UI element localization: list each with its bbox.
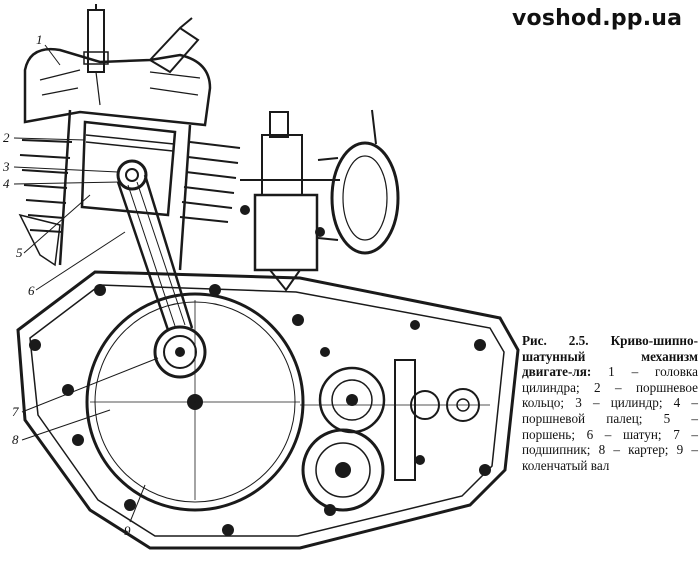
piston-pin [116,159,148,191]
callout-2: 2 [3,130,10,145]
piston [80,120,177,217]
big-end-bearing [153,325,207,379]
carburetor [240,111,340,292]
gearbox [300,359,490,512]
callout-leaders [13,44,159,523]
callout-4: 4 [3,176,10,191]
callout-8: 8 [12,432,19,447]
caption-head: Рис. 2.5. Криво-шипно-шатунный механизм … [522,333,698,380]
caption-body: 1 – головка цилиндра; 2 – поршневое коль… [522,364,698,473]
callout-6: 6 [28,283,35,298]
decompressor [148,17,200,74]
crankcase-bolts [29,284,491,536]
spark-plug [83,4,109,106]
cylinder [18,109,241,271]
callout-5: 5 [16,245,23,260]
crankcase-outline [16,270,520,550]
callout-7: 7 [12,404,19,419]
figure-caption: Рис. 2.5. Криво-шипно-шатунный механизм … [522,333,698,473]
callout-3: 3 [2,159,10,174]
crankshaft-disc [85,292,305,512]
connecting-rod [116,174,194,331]
cylinder-head [23,47,212,127]
site-watermark: voshod.pp.ua [512,6,683,31]
air-filter [317,109,400,255]
callout-9: 9 [124,523,131,538]
callout-1: 1 [36,32,43,47]
